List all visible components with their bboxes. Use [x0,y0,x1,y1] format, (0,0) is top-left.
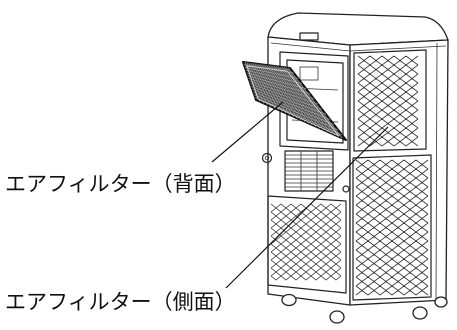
flap-mesh-line [249,80,319,105]
side-lower-grille-mesh [355,159,429,296]
leader-line-side-filter [225,126,389,289]
flap-mesh-line [246,72,307,89]
mesh-line [355,204,429,210]
unit-top-surface [267,12,449,46]
opening-latch [299,66,319,81]
rear-filter-frame [279,51,349,151]
flap-mesh-line [254,97,343,136]
mesh-line [355,240,429,246]
mesh-line [355,290,429,296]
rear-vent-block [284,150,334,192]
mesh-line [355,159,429,165]
side-lower-grille-frame [352,154,432,301]
flap-mesh-line [245,69,303,84]
mesh-line [357,114,419,120]
mesh-line [357,87,419,93]
flap-mesh-line [254,94,339,130]
mesh-line [355,177,429,183]
mesh-line [355,168,429,174]
mesh-line [355,258,429,264]
casters [281,293,448,324]
flap-inner-frame [246,65,340,137]
mesh-line [355,222,429,228]
side-chamfer-line [435,42,438,301]
rear-lower-grille-frame [267,195,347,294]
mesh-line [357,96,419,102]
mesh-line [355,276,429,282]
drain-knob-center [264,155,270,161]
mesh-line [355,267,429,273]
flap-mesh-line [251,86,327,115]
portable-air-conditioner [261,12,449,324]
rear-air-filter-flap [242,61,347,141]
side-filter-frame [353,49,427,152]
mesh-line [355,213,429,219]
rear-filter-label: エアフィルター（背面） [5,172,236,196]
flap-mesh-line [244,67,299,79]
flap-mesh-line [250,83,323,110]
rear-lower-grille-mesh [270,203,342,281]
mesh-line [355,231,429,237]
caster-wheel [434,296,448,308]
mesh-line [355,249,429,255]
drain-knob [261,152,273,164]
mesh-line [355,186,429,192]
mesh-line [270,239,342,245]
top-rim-line [270,42,447,52]
top-handle [299,32,319,41]
mesh-line [270,223,342,229]
mesh-line [357,60,419,66]
mesh-line [270,263,342,269]
side-filter-mesh [357,55,419,147]
caster-wheel [412,306,428,320]
caster-wheel [281,293,297,307]
mesh-line [270,231,342,237]
mesh-line [270,215,342,221]
flap-mesh-line [248,77,315,100]
mesh-line [270,275,342,281]
mesh-line [355,285,429,291]
mesh-line [355,195,429,201]
side-filter-label: エアフィルター（側面） [5,290,236,314]
leader-line-rear-filter [211,101,284,163]
mesh-line [357,69,419,75]
caster-wheel [329,310,345,324]
mesh-line [357,105,419,111]
side-bolt [342,185,350,193]
flap-mesh-line [247,75,311,95]
mesh-line [270,247,342,253]
mesh-line [270,255,342,261]
flap-mesh-line [253,91,335,125]
mesh-line [357,78,419,84]
mesh-line [270,271,342,277]
mesh-line [357,132,419,138]
mesh-line [357,123,419,129]
mesh-line [357,141,419,147]
flap-mesh-line [252,88,331,120]
